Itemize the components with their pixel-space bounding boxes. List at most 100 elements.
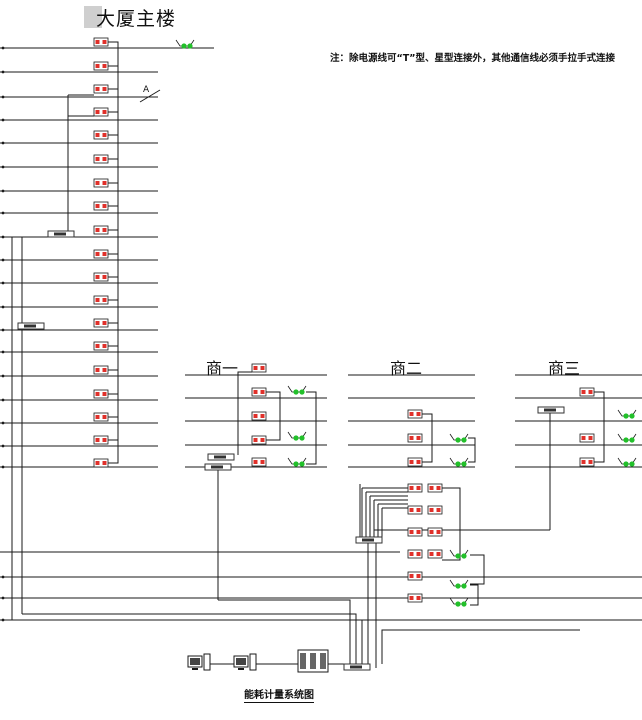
meter-indicator — [436, 486, 441, 490]
meter-body — [407, 571, 423, 581]
collector-display — [214, 455, 226, 459]
meter-indicator — [95, 392, 100, 396]
meter-indicator — [260, 390, 265, 394]
electric-meter-icon — [407, 409, 423, 419]
electric-meter-icon — [93, 272, 109, 282]
collector-display — [54, 232, 66, 236]
meter-body — [93, 272, 109, 282]
meter-body — [93, 318, 109, 328]
meter-body — [93, 389, 109, 399]
meter-indicator — [95, 204, 100, 208]
computer-icon — [187, 653, 211, 671]
meter-dial — [187, 43, 193, 49]
meter-dial — [299, 389, 305, 395]
meter-indicator — [409, 508, 414, 512]
meter-indicator — [416, 530, 421, 534]
meter-body — [93, 130, 109, 140]
meter-indicator — [102, 368, 107, 372]
meter-body — [93, 412, 109, 422]
meter-dial — [455, 461, 461, 467]
meter-body — [251, 457, 267, 467]
meter-indicator — [581, 460, 586, 464]
meter-body — [407, 433, 423, 443]
data-collector-icon — [204, 463, 232, 471]
shop2-chain — [442, 487, 461, 561]
tower — [203, 653, 211, 671]
meter-indicator — [588, 460, 593, 464]
meter-indicator — [429, 530, 434, 534]
meter-indicator — [102, 204, 107, 208]
electric-meter-icon — [93, 318, 109, 328]
data-collector-icon — [17, 322, 45, 330]
meter-body — [407, 505, 423, 515]
meter-indicator — [95, 252, 100, 256]
meter-dial — [461, 553, 467, 559]
electric-meter-icon — [407, 433, 423, 443]
electric-meter-icon — [407, 593, 423, 603]
meter-indicator — [102, 344, 107, 348]
water-meter-icon — [617, 409, 637, 419]
electric-meter-icon — [407, 457, 423, 467]
meter-dial — [455, 437, 461, 443]
meter-indicator — [95, 438, 100, 442]
meter-indicator — [95, 321, 100, 325]
electric-meter-icon — [93, 412, 109, 422]
tower — [249, 653, 257, 671]
meter-indicator — [260, 414, 265, 418]
meter-indicator — [102, 275, 107, 279]
meter-indicator — [429, 552, 434, 556]
electric-meter-icon — [93, 249, 109, 259]
meter-dial — [461, 461, 467, 467]
meter-body — [93, 201, 109, 211]
shop1-chain — [306, 391, 317, 465]
meter-dial — [299, 435, 305, 441]
water-meter-icon — [449, 597, 469, 607]
meter-indicator — [95, 344, 100, 348]
meter-body — [93, 154, 109, 164]
meter-dial — [293, 435, 299, 441]
meter-dial — [461, 583, 467, 589]
electric-meter-icon — [407, 549, 423, 559]
meter-indicator — [581, 436, 586, 440]
daisy-chain — [108, 369, 119, 395]
water-meter-icon — [617, 433, 637, 443]
meter-indicator — [253, 438, 258, 442]
electric-meter-icon — [93, 458, 109, 468]
collector-display — [544, 408, 556, 412]
meter-indicator — [102, 181, 107, 185]
daisy-chain — [108, 134, 119, 160]
electric-meter-icon — [407, 527, 423, 537]
bus-terminal — [1, 235, 5, 239]
bus-terminal — [1, 70, 5, 74]
meter-indicator — [95, 87, 100, 91]
meter-dial — [455, 553, 461, 559]
electric-meter-icon — [93, 365, 109, 375]
stand — [192, 668, 198, 670]
electric-meter-icon — [93, 341, 109, 351]
meter-body — [407, 593, 423, 603]
cabinet-module — [310, 653, 316, 669]
meter-indicator — [102, 461, 107, 465]
shop1-chain — [266, 391, 281, 441]
meter-indicator — [409, 486, 414, 490]
meter-indicator — [429, 486, 434, 490]
meter-dial — [623, 461, 629, 467]
meter-indicator — [253, 460, 258, 464]
electric-meter-icon — [93, 154, 109, 164]
meter-indicator — [436, 552, 441, 556]
electric-meter-icon — [251, 387, 267, 397]
meter-dial — [629, 413, 635, 419]
bus-terminal — [1, 118, 5, 122]
electric-meter-icon — [93, 225, 109, 235]
shop2-lower-trunk — [356, 484, 361, 541]
bus-terminal — [1, 596, 5, 600]
meter-dial — [293, 389, 299, 395]
meter-body — [579, 433, 595, 443]
meter-body — [579, 387, 595, 397]
electric-meter-icon — [427, 549, 443, 559]
meter-dial — [181, 43, 187, 49]
meter-indicator — [436, 530, 441, 534]
meter-indicator — [95, 415, 100, 419]
meter-indicator — [416, 508, 421, 512]
meter-body — [407, 483, 423, 493]
